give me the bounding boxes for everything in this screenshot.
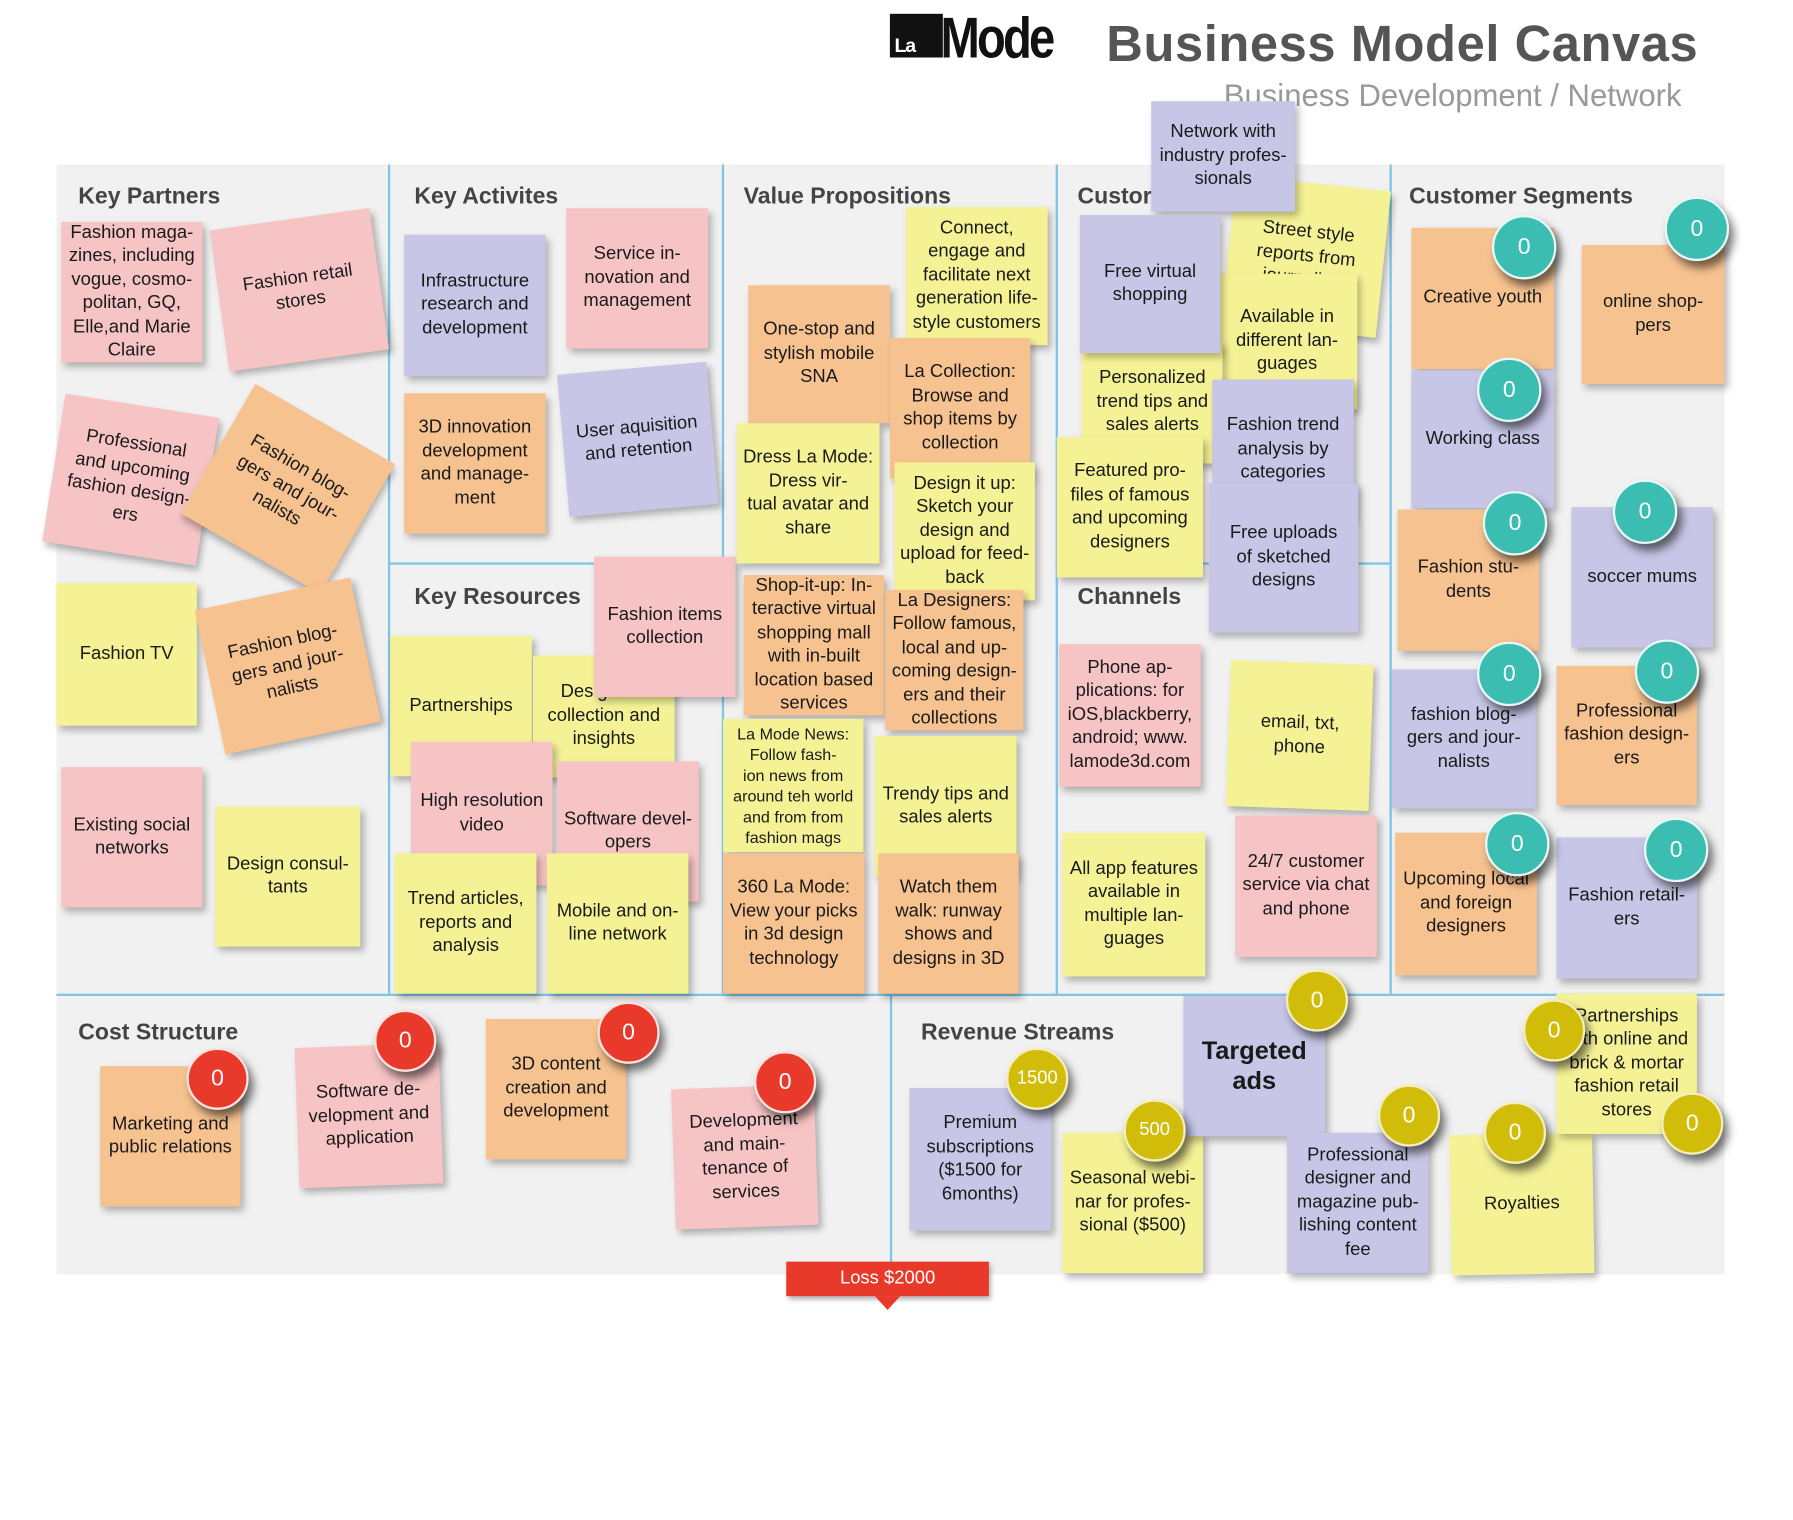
count-badge: 0	[1482, 491, 1548, 556]
sticky-note: All app features available in multiple l…	[1062, 832, 1206, 977]
sticky-note: La Mode News: Follow fash- ion news from…	[722, 718, 864, 853]
sticky-note: Connect, engage and facilitate next gene…	[905, 207, 1048, 346]
sticky-note: Watch them walk: runway shows and design…	[878, 853, 1019, 994]
revenue-badge: 1500	[1006, 1047, 1069, 1110]
revenue-badge: 500	[1123, 1099, 1186, 1162]
count-badge: 0	[1664, 196, 1730, 262]
header: La Mode Business Model Canvas	[889, 6, 1723, 81]
divider	[387, 562, 722, 565]
sticky-note: Phone ap- plications: for iOS,blackberry…	[1059, 644, 1201, 787]
sticky-note: 24/7 customer service via chat and phone	[1235, 815, 1377, 957]
page-title: Business Model Canvas	[1106, 16, 1699, 73]
sticky-note: Infrastructure research and development	[404, 234, 546, 377]
sticky-note: La Designers: Follow famous, local and u…	[885, 590, 1024, 731]
revenue-badge: 0	[1661, 1092, 1724, 1155]
logo-box	[889, 13, 943, 58]
sticky-note: Service in- novation and management	[566, 208, 708, 349]
section-key-resources: Key Resources	[414, 584, 581, 610]
cost-badge: 0	[374, 1009, 437, 1072]
cost-badge: 0	[186, 1047, 249, 1110]
count-badge: 0	[1491, 215, 1557, 280]
sticky-note: Existing social networks	[61, 767, 203, 908]
sticky-note: Network with industry profes- sionals	[1151, 101, 1296, 212]
count-badge: 0	[1485, 811, 1550, 877]
cost-badge: 0	[754, 1051, 817, 1114]
sticky-note: Trendy tips and sales alerts	[874, 736, 1017, 877]
sticky-note: Featured pro- files of famous and upcomi…	[1056, 437, 1204, 578]
sticky-note: Dress La Mode: Dress vir- tual avatar an…	[736, 423, 880, 564]
sticky-note: Shop-it-up: In- teractive virtual shoppi…	[743, 575, 885, 716]
sticky-note: email, txt, phone	[1225, 660, 1374, 811]
loss-callout-pointer	[874, 1296, 901, 1310]
sticky-note: Fashion retail stores	[209, 208, 390, 372]
loss-callout: Loss $2000	[786, 1261, 989, 1297]
sticky-note: Professional and upcoming fashion design…	[42, 393, 220, 566]
sticky-note: User aquisition and retention	[557, 361, 719, 517]
section-key-activities: Key Activites	[414, 184, 559, 210]
section-key-partners: Key Partners	[78, 184, 221, 210]
count-badge: 0	[1476, 641, 1542, 707]
sticky-note: La Collection: Browse and shop items by …	[889, 338, 1031, 479]
cost-badge: 0	[597, 1001, 660, 1064]
logo-mode: Mode	[940, 5, 1056, 71]
divider	[387, 164, 391, 995]
section-customer-relationships: Custor	[1077, 184, 1152, 210]
revenue-badge: 0	[1523, 999, 1586, 1062]
section-cost-structure: Cost Structure	[78, 1020, 239, 1046]
sticky-note: 360 La Mode: View your picks in 3d desig…	[722, 853, 865, 994]
sticky-note: 3D content creation and development	[485, 1018, 627, 1160]
sticky-note: Seasonal webi- nar for profes- sional ($…	[1062, 1132, 1204, 1274]
sticky-note: Creative youth	[1411, 227, 1555, 370]
sticky-note: Free virtual shopping	[1079, 215, 1221, 354]
sticky-note: Trend articles, reports and analysis	[394, 853, 537, 994]
section-value-propositions: Value Propositions	[743, 184, 951, 210]
logo-la: La	[894, 34, 916, 57]
sticky-note: Free uploads of sketched designs	[1208, 483, 1359, 633]
section-customer-segments: Customer Segments	[1409, 184, 1633, 210]
sticky-note: Design consul- tants	[215, 806, 361, 947]
sticky-note: Fashion maga- zines, including vogue, co…	[61, 221, 203, 363]
sticky-note: online shop- pers	[1581, 244, 1725, 385]
divider	[56, 993, 1725, 996]
sticky-note: Fashion TV	[56, 583, 197, 726]
divider	[1389, 164, 1392, 995]
sticky-note: Design it up: Sketch your design and upl…	[894, 462, 1035, 601]
revenue-badge: 0	[1483, 1101, 1547, 1164]
count-badge: 0	[1476, 357, 1542, 423]
page-subtitle: Business Development / Network	[1223, 78, 1682, 113]
section-revenue-streams: Revenue Streams	[920, 1020, 1115, 1046]
revenue-badge: 0	[1285, 969, 1349, 1032]
sticky-note: 3D innovation development and manage- me…	[404, 393, 546, 534]
sticky-note: Premium subscriptions ($1500 for 6months…	[909, 1087, 1052, 1231]
count-badge: 0	[1634, 639, 1700, 704]
sticky-note: Mobile and on- line network	[546, 853, 689, 994]
count-badge: 0	[1612, 479, 1678, 544]
divider	[1055, 164, 1058, 995]
divider	[889, 994, 893, 1275]
sticky-note: Fashion items collection	[594, 556, 736, 697]
sticky-note: One-stop and stylish mobile SNA	[748, 285, 890, 424]
section-channels: Channels	[1077, 584, 1182, 610]
count-badge: 0	[1643, 817, 1709, 883]
sticky-note: Professional designer and magazine pub- …	[1287, 1132, 1429, 1274]
revenue-badge: 0	[1377, 1084, 1441, 1147]
